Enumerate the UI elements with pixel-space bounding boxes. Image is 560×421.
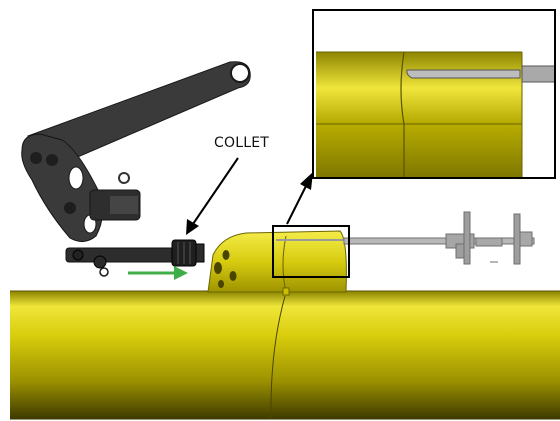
zoom-inset [312,9,556,179]
pipe-body [10,290,560,420]
collet-pointer-arrow-icon [186,157,239,235]
detail-selection-box [272,225,350,278]
collet-label: COLLET [214,135,269,151]
collet [171,239,205,267]
collet-tool-cylinder [89,189,141,221]
motion-arrow-icon [128,266,188,280]
pipe-flange [207,230,350,296]
collet-tool-rod [65,247,179,277]
pointer-arrow-icon [286,172,313,225]
collet-tool-handle [21,61,251,242]
caliper-gauge [343,211,535,265]
